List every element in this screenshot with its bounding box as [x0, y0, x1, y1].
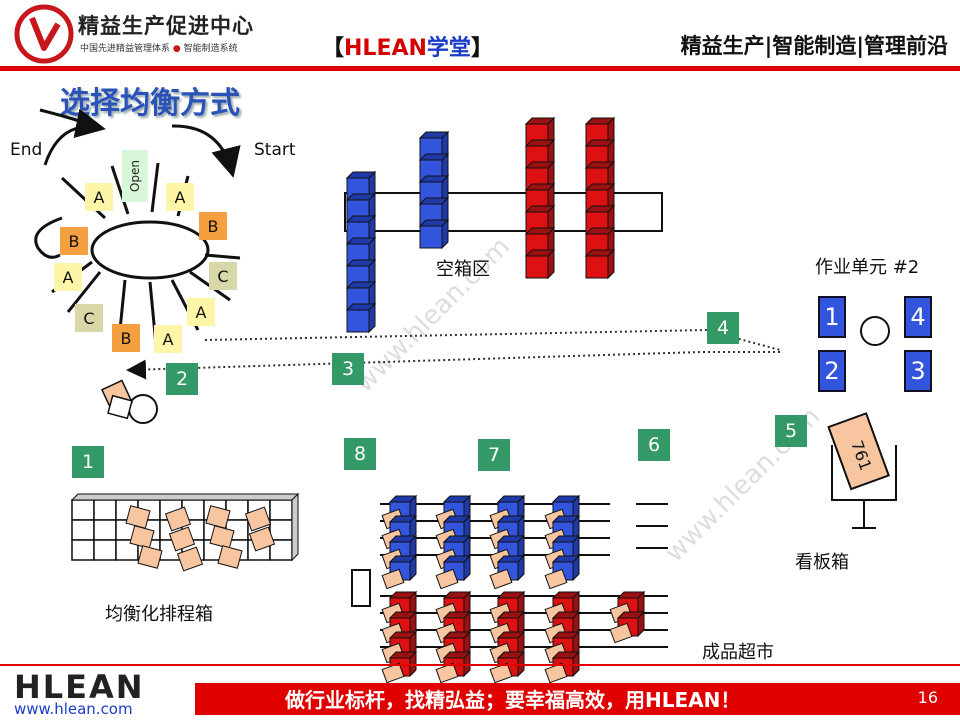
- wheel-slot: B: [199, 212, 227, 240]
- blue-bin-stack: [418, 130, 450, 250]
- header-divider: [0, 66, 960, 71]
- wheel-open-slot: Open: [122, 150, 148, 202]
- step-box: 4: [707, 312, 739, 344]
- cell-card: 1: [818, 296, 846, 338]
- work-cell-operator: [860, 316, 890, 346]
- company-logo: [14, 4, 74, 64]
- dotted-flow-lines: [126, 328, 781, 380]
- red-bin-stack: [584, 116, 616, 280]
- work-cell-label: 作业单元 #2: [815, 257, 920, 278]
- blue-bin-stack: [345, 170, 377, 334]
- wheel-slot: A: [54, 263, 82, 291]
- wheel-end-label: End: [10, 140, 43, 160]
- logo-sub-left: 中国先进精益管理体系: [80, 44, 171, 54]
- kanban-box: [827, 412, 897, 529]
- wheel-slot: A: [187, 298, 215, 326]
- page-number: 16: [917, 688, 938, 707]
- step-box: 3: [332, 353, 364, 385]
- wheel-open-label: Open: [128, 159, 142, 193]
- footer-url[interactable]: www.hlean.com: [14, 700, 133, 718]
- logo-subtitle: 中国先进精益管理体系 ● 智能制造系统: [80, 41, 238, 54]
- operator-figure: [100, 379, 158, 424]
- kanban-box-label: 看板箱: [795, 552, 849, 573]
- wheel-slot: A: [85, 183, 113, 211]
- cell-card: 2: [818, 350, 846, 392]
- logo-sub-right: 智能制造系统: [183, 44, 238, 54]
- step-box: 1: [72, 446, 104, 478]
- wheel-slot: C: [75, 304, 103, 332]
- finished-goods-market: [351, 494, 668, 684]
- wheel-slot: B: [112, 324, 140, 352]
- brand-close: 】: [470, 36, 493, 61]
- step-box: 5: [775, 415, 807, 447]
- step-box: 8: [344, 438, 376, 470]
- logo-emblem-icon: [14, 4, 74, 64]
- leveling-box: [70, 492, 300, 572]
- empty-box-area-label: 空箱区: [436, 259, 490, 280]
- footer-slogan: 做行业标杆，找精弘益；要幸福高效，用HLEAN！: [285, 688, 741, 712]
- step-box: 7: [478, 439, 510, 471]
- header-slogan: 精益生产|智能制造|管理前沿: [680, 34, 948, 58]
- brand-latin: HLEAN: [344, 36, 427, 61]
- wheel-slot: A: [166, 183, 194, 211]
- wheel-slot: B: [60, 227, 88, 255]
- wheel-start-label: Start: [254, 140, 296, 160]
- leveling-wheel: [34, 108, 241, 346]
- logo-title: 精益生产促进中心: [78, 14, 254, 38]
- brand-open: 【: [322, 36, 345, 61]
- finished-market-label: 成品超市: [702, 642, 774, 663]
- red-bin-stack: [524, 116, 556, 280]
- footer-divider: [0, 664, 960, 666]
- step-box: 6: [638, 429, 670, 461]
- brand-cn: 学堂: [426, 36, 471, 61]
- logo-dot-icon: ●: [172, 44, 181, 54]
- cell-card: 4: [904, 296, 932, 338]
- brand-title: 【HLEAN学堂】: [322, 30, 493, 62]
- wheel-slot: C: [209, 262, 237, 290]
- step-box: 2: [166, 363, 198, 395]
- leveling-box-label: 均衡化排程箱: [105, 604, 213, 625]
- wheel-slot: A: [154, 325, 182, 353]
- cell-card: 3: [904, 350, 932, 392]
- footer-logo: HLEAN: [14, 668, 145, 706]
- footer-bar: [195, 683, 960, 715]
